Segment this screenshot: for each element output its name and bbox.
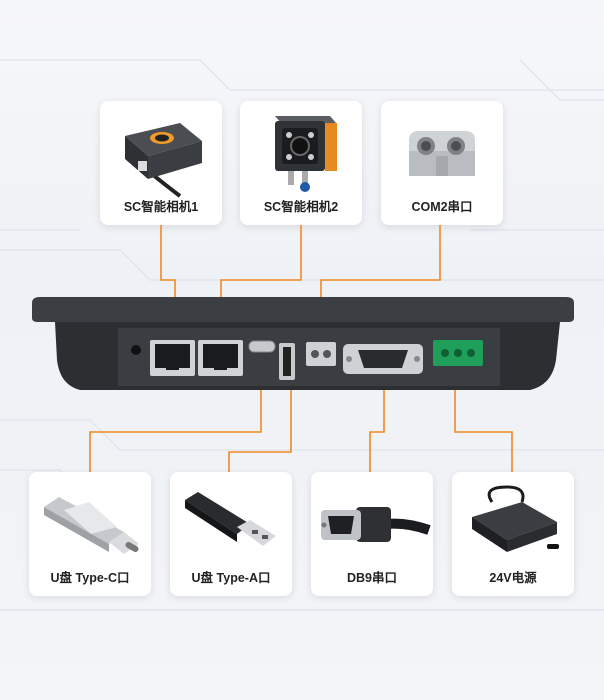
smart-camera-icon xyxy=(125,123,202,198)
power-adapter-icon xyxy=(472,485,559,552)
card-label: U盘 Type-C口 xyxy=(50,571,130,585)
usb-type-a-port xyxy=(279,343,295,380)
card-com2-serial: COM2串口 xyxy=(381,101,503,225)
card-label: 24V电源 xyxy=(489,571,537,585)
card-label: SC智能相机1 xyxy=(123,200,199,214)
usb-a-drive-icon xyxy=(185,492,276,546)
card-label: COM2串口 xyxy=(411,200,473,214)
db9-connector-icon xyxy=(321,507,431,542)
card-sc-camera-2: SC智能相机2 xyxy=(240,101,362,225)
terminal-block-icon xyxy=(409,131,475,176)
card-usb-type-c: U盘 Type-C口 xyxy=(29,472,151,596)
card-db9-serial: DB9串口 xyxy=(311,472,433,596)
usb-type-c-port xyxy=(248,340,276,353)
db9-port xyxy=(343,344,423,374)
ethernet-port-1 xyxy=(150,340,195,376)
power-terminal-port xyxy=(433,340,483,366)
card-24v-power: 24V电源 xyxy=(452,472,574,596)
reset-hole xyxy=(131,345,141,355)
usb-c-drive-icon xyxy=(44,497,139,554)
ethernet-port-2 xyxy=(198,340,243,376)
card-label: DB9串口 xyxy=(346,571,397,585)
smart-camera-icon xyxy=(275,116,337,192)
card-label: U盘 Type-A口 xyxy=(191,571,271,585)
com2-terminal-port xyxy=(306,342,336,366)
card-sc-camera-1: SC智能相机1 xyxy=(100,101,222,225)
card-usb-type-a: U盘 Type-A口 xyxy=(170,472,292,596)
card-label: SC智能相机2 xyxy=(263,200,339,214)
